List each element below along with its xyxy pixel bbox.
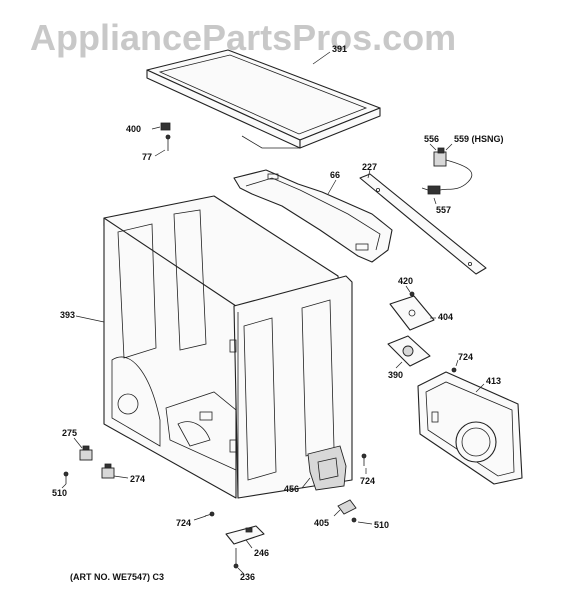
latch-405 <box>337 499 357 515</box>
label-227: 227 <box>362 162 377 172</box>
screw-724-upper <box>451 367 457 373</box>
label-510-left: 510 <box>52 488 67 498</box>
label-456: 456 <box>284 484 299 494</box>
plate-404 <box>389 295 435 331</box>
label-393: 393 <box>60 310 75 320</box>
label-724-right: 724 <box>360 476 375 486</box>
label-724-lower: 724 <box>176 518 191 528</box>
label-413: 413 <box>486 376 501 386</box>
label-390: 390 <box>388 370 403 380</box>
front-bracket-66 <box>233 169 393 263</box>
switch-275 <box>79 445 93 461</box>
screw-420 <box>409 291 415 297</box>
label-510-right: 510 <box>374 520 389 530</box>
watermark-text: AppliancePartsPros.com <box>30 17 456 58</box>
label-391: 391 <box>332 44 347 54</box>
label-559-hsng: 559 (HSNG) <box>454 134 504 144</box>
label-557: 557 <box>436 205 451 215</box>
connector-housing-559 <box>433 147 447 167</box>
bracket-246 <box>225 525 265 545</box>
gasket-390 <box>387 335 431 367</box>
label-420: 420 <box>398 276 413 286</box>
screw-724-right <box>361 453 367 466</box>
wire-harness-557 <box>421 159 473 195</box>
label-274: 274 <box>130 474 145 484</box>
screw-724-lower <box>204 511 215 517</box>
screw-77 <box>165 134 171 151</box>
label-275: 275 <box>62 428 77 438</box>
top-clip-400 <box>160 122 171 131</box>
component-274 <box>101 463 115 479</box>
art-number: (ART NO. WE7547) C3 <box>70 572 164 582</box>
label-400: 400 <box>126 124 141 134</box>
label-724-upper: 724 <box>458 352 473 362</box>
label-404: 404 <box>438 312 453 322</box>
screw-236 <box>233 548 239 569</box>
label-66: 66 <box>330 170 340 180</box>
strip-227 <box>359 173 487 275</box>
front-panel-413 <box>417 371 523 485</box>
screw-510-right <box>351 517 357 523</box>
label-246: 246 <box>254 548 269 558</box>
top-panel <box>146 49 381 149</box>
screw-510-left <box>63 471 69 484</box>
bracket-456 <box>307 445 347 491</box>
label-405: 405 <box>314 518 329 528</box>
label-556: 556 <box>424 134 439 144</box>
label-236: 236 <box>240 572 255 582</box>
cabinet-393 <box>103 195 353 499</box>
label-77: 77 <box>142 152 152 162</box>
